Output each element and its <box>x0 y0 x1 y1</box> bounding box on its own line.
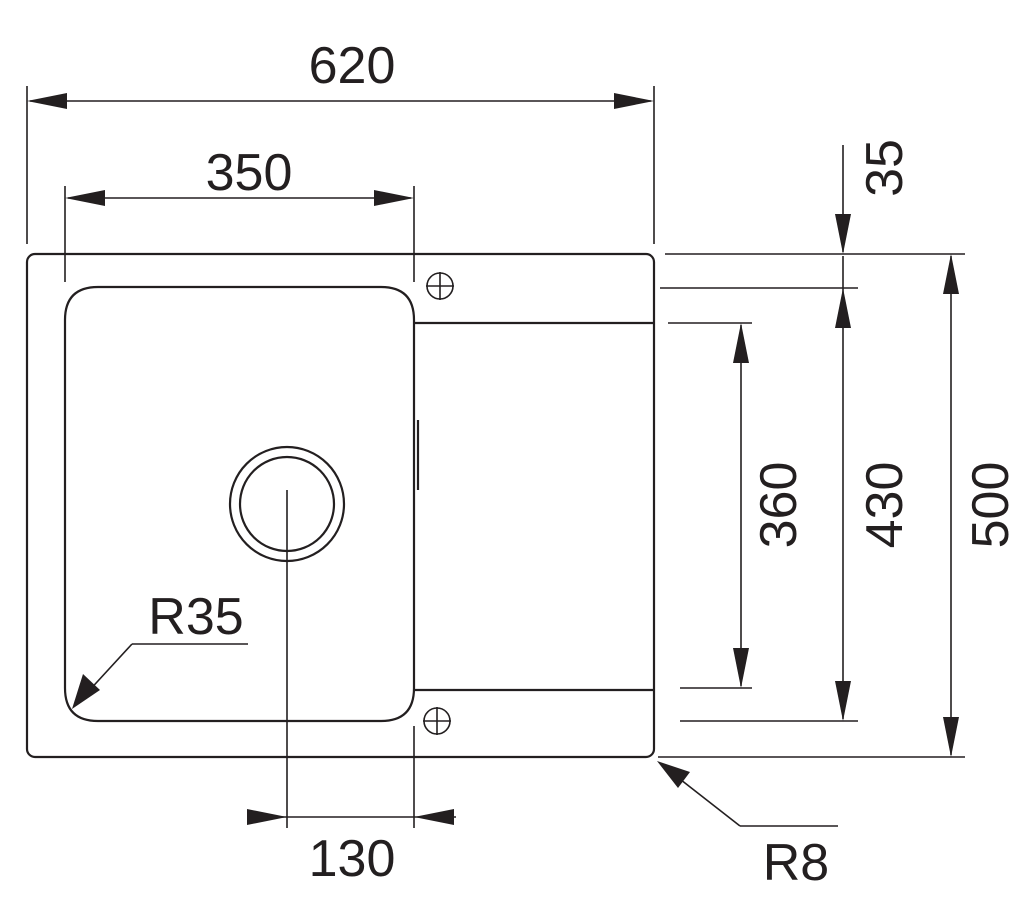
tap-hole-bottom <box>423 707 451 735</box>
dim-130-arrow-right <box>414 809 454 825</box>
r35-label: R35 <box>148 588 243 646</box>
dim-360-label: 360 <box>750 462 808 549</box>
dim-350-arrow-right <box>374 190 414 206</box>
dim-350-arrow-left <box>65 190 105 206</box>
sink-outline <box>25 252 656 759</box>
dim-350-label: 350 <box>206 144 293 202</box>
r35-leader-arrow <box>72 674 100 709</box>
dim-430-arrow-top <box>835 288 851 328</box>
r8-leader-arrow <box>657 761 690 788</box>
dim-360-arrow-top <box>733 323 749 363</box>
dim-620-arrow-right <box>614 93 654 109</box>
dim-500-arrow-top <box>943 254 959 294</box>
dim-500-arrow-bottom <box>943 717 959 757</box>
r8-leader-diagonal <box>675 775 741 827</box>
bowl-outline <box>63 285 416 723</box>
dim-500-label: 500 <box>962 462 1020 549</box>
dim-130-label: 130 <box>309 830 396 888</box>
dim-620-label: 620 <box>309 37 396 95</box>
r8-label: R8 <box>763 834 829 892</box>
dim-130-arrow-left <box>247 809 287 825</box>
dim-35-arrow-down <box>835 214 851 254</box>
dim-35-label: 35 <box>856 139 914 197</box>
dim-360-arrow-bottom <box>733 648 749 688</box>
tap-hole-top <box>426 272 454 300</box>
dim-430-arrow-bottom <box>835 681 851 721</box>
dim-620-arrow-left <box>27 93 67 109</box>
dim-430-label: 430 <box>856 462 914 549</box>
